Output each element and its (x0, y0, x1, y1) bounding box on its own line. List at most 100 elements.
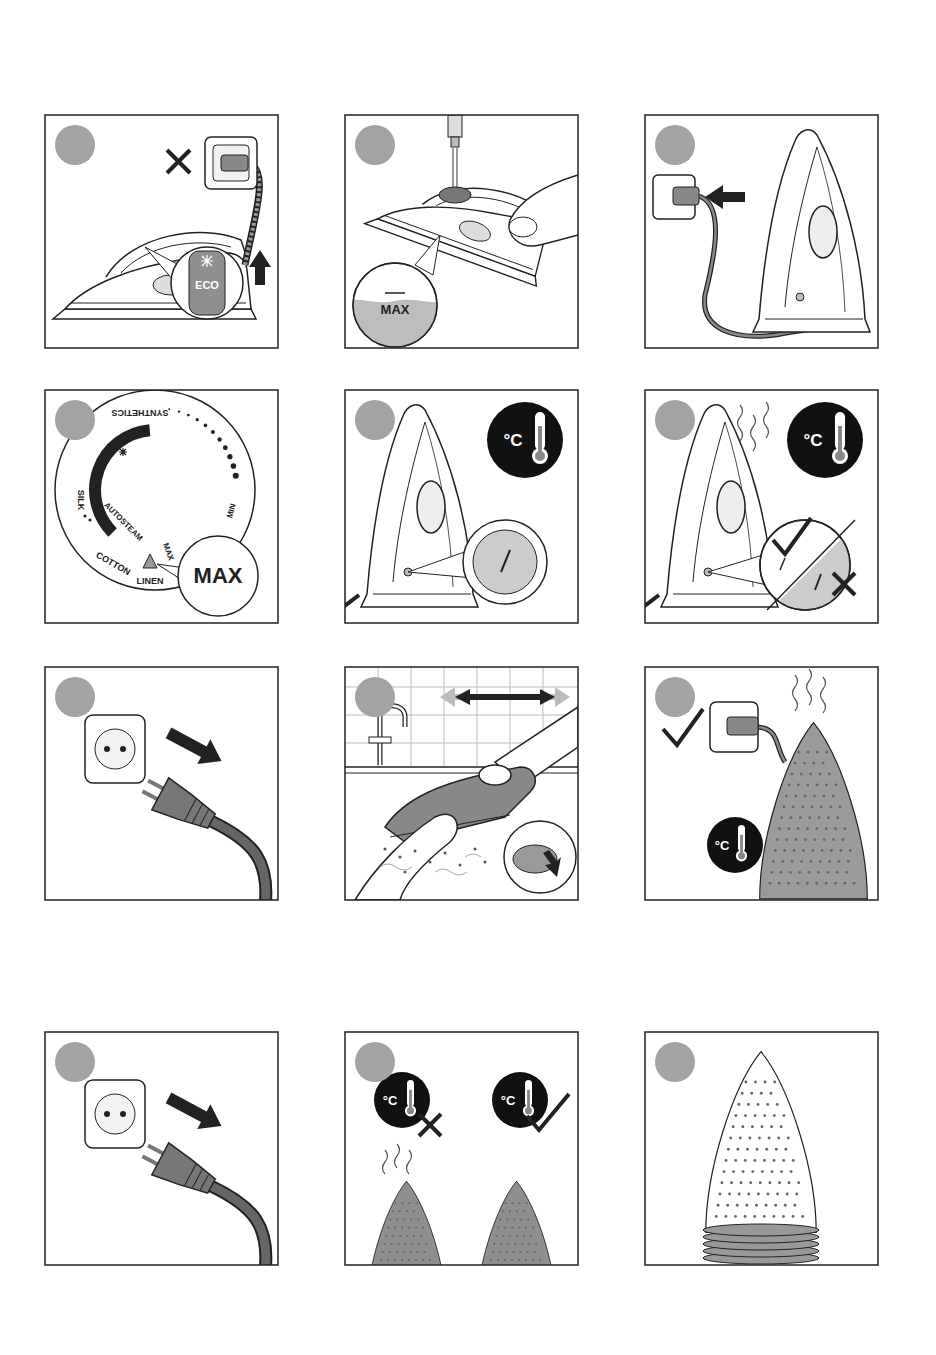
illustration-part (645, 667, 878, 900)
temperature-symbol: °C (715, 839, 730, 852)
illustration-part (167, 150, 190, 173)
illustration-part (405, 1080, 416, 1116)
illustration-part (345, 595, 359, 610)
illustration-part (345, 667, 578, 900)
illustration-part (456, 147, 458, 189)
illustration-part (168, 408, 239, 479)
illustration-part (345, 390, 578, 623)
step-panel (345, 667, 578, 900)
illustration-part (492, 1072, 548, 1128)
illustration-part (415, 235, 440, 275)
illustration-part (787, 402, 863, 478)
illustration-part (345, 1032, 578, 1265)
step-panel (645, 115, 878, 348)
illustration-part (738, 402, 769, 451)
illustration-part (758, 727, 785, 762)
illustration-part (444, 852, 447, 855)
illustration-part (345, 300, 445, 348)
illustration-part (404, 871, 407, 874)
illustration-part (448, 115, 462, 137)
illustration-part (645, 390, 878, 623)
temperature-symbol: °C (383, 1094, 398, 1107)
illustration-part (439, 187, 471, 203)
illustration-part (532, 412, 548, 464)
illustration-part (355, 677, 395, 717)
illustration-part (655, 125, 695, 165)
step-panel (645, 1032, 878, 1265)
illustration-part (345, 390, 578, 623)
step-panel (45, 390, 278, 623)
illustration-part (833, 573, 855, 595)
illustration-part (345, 667, 578, 900)
illustration-part (201, 255, 213, 267)
illustration-part (249, 250, 271, 285)
illustration-part (366, 1181, 446, 1265)
illustration-part (655, 677, 695, 717)
illustration-part (231, 463, 237, 469)
illustration-part (380, 854, 481, 875)
illustration-part (53, 137, 271, 319)
illustration-part (45, 115, 278, 348)
illustration-part (55, 125, 95, 165)
illustration-part (53, 233, 256, 319)
temperature-symbol: °C (803, 432, 822, 449)
illustration-part (205, 137, 257, 189)
illustration-part (755, 520, 878, 623)
illustration-part (45, 390, 278, 623)
illustration-part (383, 1144, 412, 1174)
illustration-part (168, 408, 170, 410)
illustration-part (773, 518, 811, 554)
illustration-part (793, 669, 826, 713)
illustration-part (355, 1042, 395, 1082)
illustration-part (355, 125, 395, 165)
illustration-part (645, 390, 878, 623)
illustration-part (755, 520, 878, 623)
step-panel (345, 115, 578, 355)
illustration-part (45, 1032, 278, 1265)
illustration-part (706, 1052, 816, 1233)
illustration-part (55, 677, 95, 717)
illustration-part (451, 137, 459, 147)
illustration-part (55, 1042, 95, 1082)
illustration-part (189, 251, 225, 315)
illustration-part (523, 1080, 534, 1116)
illustration-part (760, 520, 850, 610)
illustration-part (705, 185, 745, 209)
illustration-part (767, 520, 855, 610)
illustration-part (703, 1224, 819, 1236)
illustration-part (527, 1094, 569, 1130)
illustration-part (504, 821, 576, 893)
step-panel (645, 667, 878, 900)
illustration-part (366, 1072, 569, 1265)
illustration-part (758, 727, 785, 762)
illustration-part (85, 1080, 266, 1265)
water-level-label: MAX (381, 303, 410, 316)
illustration-part (55, 390, 258, 616)
illustration-part (703, 1224, 819, 1264)
illustration-part (385, 292, 405, 294)
illustration-part (345, 667, 578, 900)
illustration-part (710, 702, 758, 752)
illustration-part (85, 715, 266, 900)
step-panel (640, 390, 885, 630)
illustration-part (45, 390, 278, 623)
illustration-part (369, 737, 391, 743)
dial-setting-label: LINEN (137, 577, 164, 586)
illustration-part (211, 430, 215, 434)
dial-setting-label: MIN (226, 503, 238, 519)
illustration-part (213, 145, 249, 181)
illustration-part (459, 864, 462, 867)
illustration-part (345, 115, 578, 348)
callout-label: MAX (194, 565, 243, 587)
step-panel (345, 1032, 578, 1312)
dial-setting-label: MAX (161, 542, 175, 561)
illustration-part (45, 1032, 278, 1265)
illustration-part (204, 424, 208, 428)
illustration-part (385, 767, 535, 842)
illustration-part (88, 518, 91, 521)
illustration-part (196, 418, 199, 421)
illustration-part (45, 115, 278, 348)
illustration-part (217, 437, 221, 441)
dial-setting-label: AUTOSTEAM (102, 501, 143, 542)
